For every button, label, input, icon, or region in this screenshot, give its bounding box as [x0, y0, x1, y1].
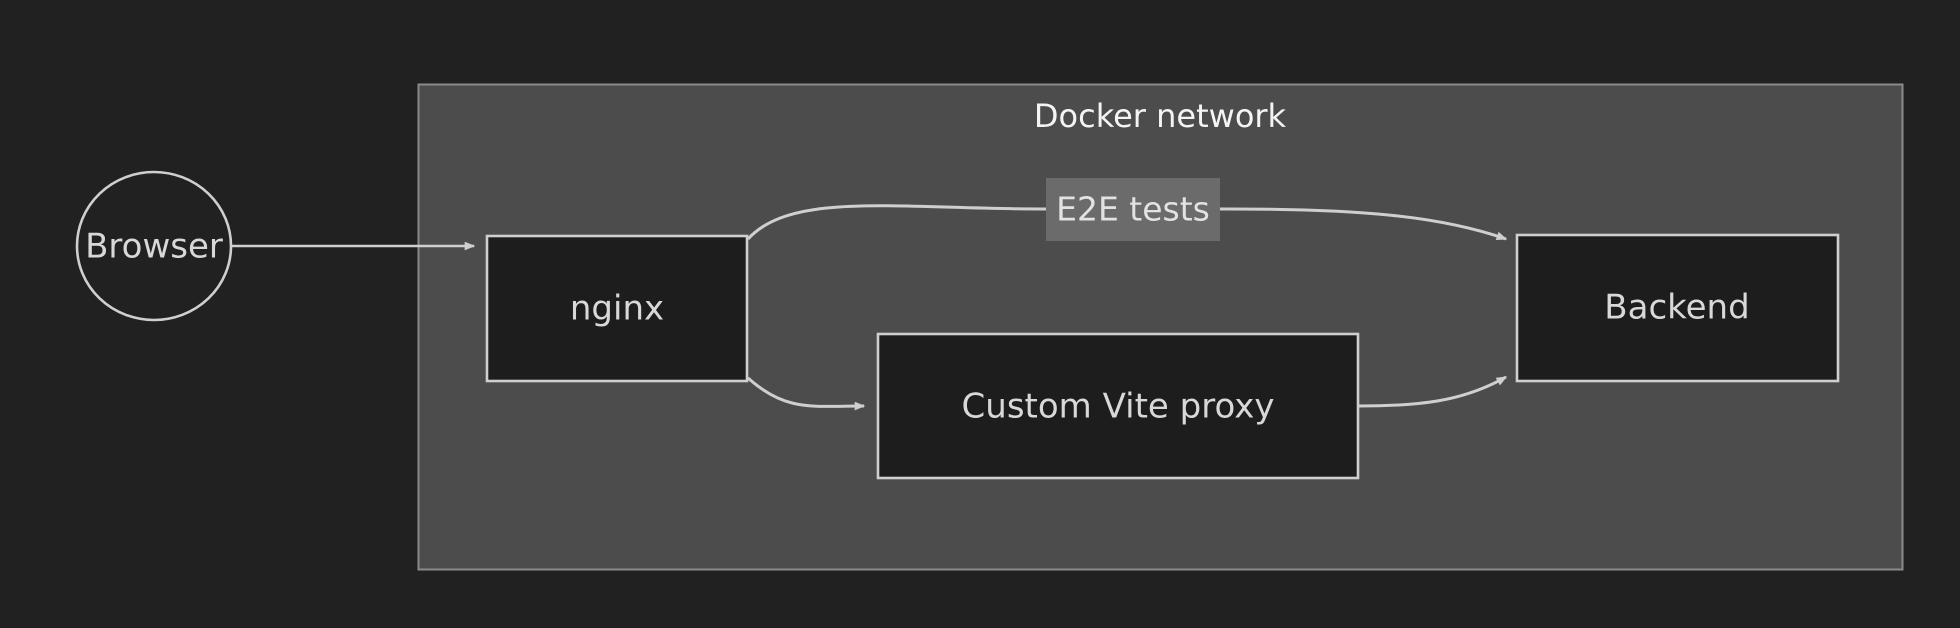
custom-vite-proxy-label: Custom Vite proxy	[962, 387, 1275, 427]
e2e-tests-label-highlight	[1046, 178, 1220, 241]
backend-box-shape[interactable]	[1515, 233, 1840, 383]
e2e-tests-label-text: E2E tests	[1056, 190, 1210, 229]
custom-vite-proxy-box-shape[interactable]	[876, 332, 1360, 480]
node-browser[interactable]: Browser	[75, 170, 233, 322]
edge-nginx-to-vite-proxy[interactable]	[747, 376, 864, 406]
edge-nginx-to-backend[interactable]	[746, 204, 1506, 241]
docker-network-title: Docker network	[1034, 97, 1287, 135]
node-custom-vite-proxy[interactable]: Custom Vite proxy	[876, 332, 1360, 480]
edges-layer	[232, 204, 1506, 408]
edge-label-e2e-tests[interactable]: E2E tests	[1046, 178, 1220, 241]
nginx-label: nginx	[570, 289, 664, 329]
browser-label: Browser	[85, 227, 223, 267]
edge-vite-proxy-to-backend[interactable]	[1357, 375, 1506, 408]
node-backend[interactable]: Backend	[1515, 233, 1840, 383]
node-nginx[interactable]: nginx	[485, 234, 749, 383]
browser-circle-shape[interactable]	[75, 170, 233, 322]
backend-label: Backend	[1604, 288, 1749, 328]
nginx-box-shape[interactable]	[485, 234, 749, 383]
